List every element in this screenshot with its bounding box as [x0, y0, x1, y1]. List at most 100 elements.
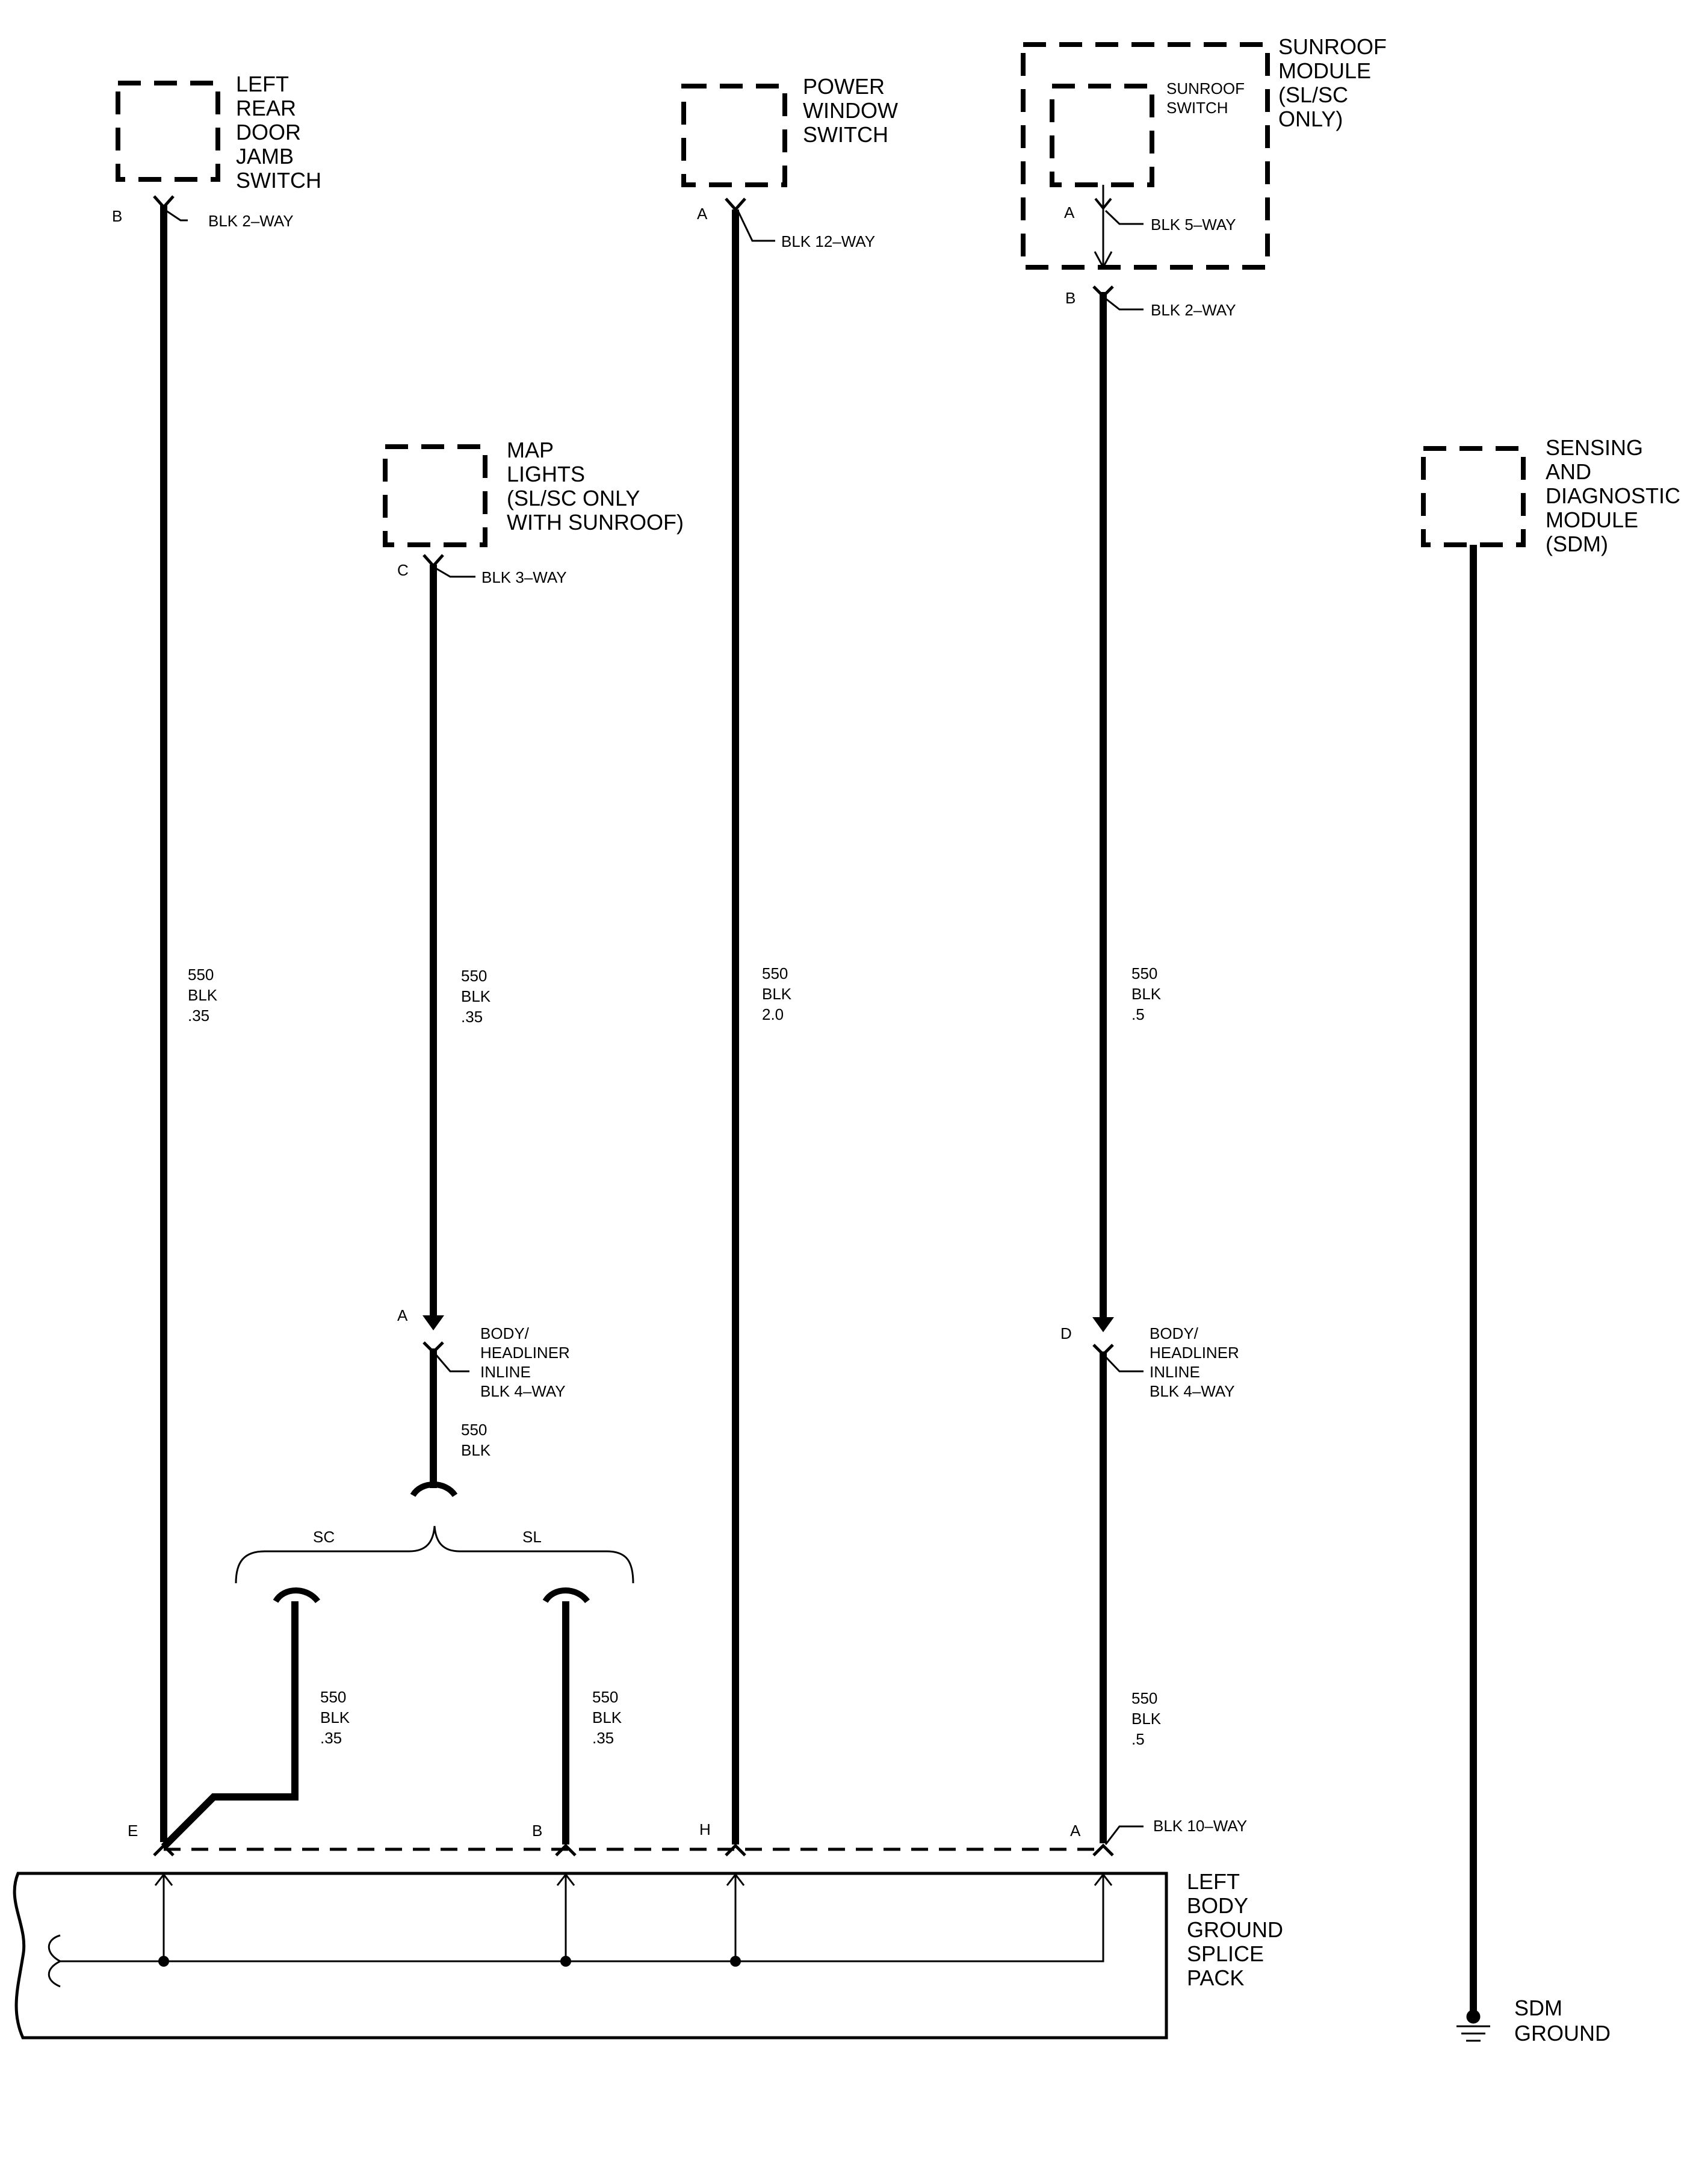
svg-text:DIAGNOSTIC: DIAGNOSTIC [1546, 483, 1680, 508]
svg-text:550: 550 [320, 1688, 346, 1706]
wire-sc-branch [161, 1601, 299, 1850]
svg-text:BLK: BLK [1131, 1710, 1162, 1728]
splice-pack [13, 1872, 1168, 2040]
svg-text:(SL/SC ONLY: (SL/SC ONLY [507, 486, 640, 510]
svg-text:550: 550 [1131, 1689, 1157, 1707]
svg-text:.35: .35 [592, 1729, 614, 1747]
svg-text:REAR: REAR [236, 96, 296, 120]
svg-text:BLK 2–WAY: BLK 2–WAY [208, 212, 294, 230]
connector-labels: B BLK 2–WAY A BLK 12–WAY A BLK 5–WAY B B… [112, 203, 1247, 1840]
hook-sl [542, 1587, 590, 1604]
svg-text:.35: .35 [188, 1007, 209, 1025]
svg-text:SUNROOF: SUNROOF [1166, 79, 1245, 98]
svg-text:SUNROOF: SUNROOF [1278, 34, 1387, 59]
leader-lines [166, 209, 1144, 1845]
svg-text:A: A [1070, 1822, 1081, 1840]
label-sdm: SENSING AND DIAGNOSTIC MODULE (SDM) [1546, 435, 1680, 556]
power-window-switch-box [681, 84, 787, 187]
svg-text:550: 550 [188, 966, 214, 984]
svg-text:BLK: BLK [461, 1441, 491, 1459]
svg-text:LIGHTS: LIGHTS [507, 462, 585, 486]
svg-text:BLK 4–WAY: BLK 4–WAY [480, 1382, 566, 1400]
svg-text:D: D [1060, 1324, 1072, 1342]
svg-text:BLK 5–WAY: BLK 5–WAY [1151, 216, 1236, 234]
svg-text:550: 550 [461, 967, 487, 985]
connector-marks [153, 195, 1114, 1857]
terminal-power-window [725, 197, 746, 212]
svg-text:SENSING: SENSING [1546, 435, 1643, 460]
label-sdm-ground: SDM GROUND [1514, 1996, 1611, 2046]
svg-text:A: A [697, 205, 708, 223]
svg-text:H: H [699, 1820, 711, 1838]
hook-inline-out [410, 1481, 458, 1498]
sunroof-switch-box [1050, 84, 1154, 187]
svg-text:B: B [112, 207, 122, 225]
inline-arrowheads [422, 1315, 1114, 1332]
svg-text:AND: AND [1546, 459, 1591, 484]
svg-text:(SL/SC: (SL/SC [1278, 82, 1348, 107]
svg-text:.35: .35 [461, 1008, 483, 1026]
svg-text:SPLICE: SPLICE [1187, 1941, 1264, 1966]
svg-text:SC: SC [313, 1528, 335, 1546]
terminal-sunroof-module [1092, 285, 1114, 299]
svg-text:MODULE: MODULE [1278, 58, 1371, 83]
svg-text:HEADLINER: HEADLINER [1150, 1344, 1239, 1362]
svg-text:MODULE: MODULE [1546, 507, 1638, 532]
svg-text:INLINE: INLINE [1150, 1363, 1200, 1381]
svg-text:LEFT: LEFT [236, 72, 289, 96]
svg-text:MAP: MAP [507, 438, 554, 462]
svg-text:550: 550 [1131, 964, 1157, 982]
terminal-splice-e [153, 1843, 175, 1857]
label-power-window-switch: POWER WINDOW SWITCH [803, 74, 898, 147]
option-hooks [273, 1481, 590, 1604]
svg-text:POWER: POWER [803, 74, 885, 99]
terminal-inline-right [1092, 1344, 1114, 1357]
terminal-door-jamb [153, 195, 175, 209]
svg-text:(SDM): (SDM) [1546, 532, 1608, 556]
svg-text:GROUND: GROUND [1187, 1917, 1283, 1942]
svg-text:2.0: 2.0 [762, 1005, 784, 1023]
option-brace [235, 1525, 634, 1584]
svg-text:INLINE: INLINE [480, 1363, 531, 1381]
label-sunroof-module: SUNROOF MODULE (SL/SC ONLY) [1278, 34, 1387, 131]
svg-text:HEADLINER: HEADLINER [480, 1344, 570, 1362]
option-labels: SC SL [313, 1528, 542, 1546]
map-lights-box [383, 444, 488, 547]
splice-dots [158, 1956, 741, 1967]
svg-text:GROUND: GROUND [1514, 2021, 1611, 2046]
arrowhead-inline-left [422, 1315, 444, 1330]
terminal-splice-h [725, 1843, 746, 1857]
svg-text:550: 550 [762, 964, 788, 982]
svg-text:JAMB: JAMB [236, 144, 294, 169]
terminal-splice-a [1092, 1843, 1114, 1857]
svg-text:BLK: BLK [762, 985, 792, 1003]
svg-text:SWITCH: SWITCH [803, 122, 888, 147]
svg-text:WITH SUNROOF): WITH SUNROOF) [507, 510, 684, 535]
svg-text:E: E [128, 1822, 138, 1840]
hook-sc [273, 1587, 320, 1604]
label-door-jamb-switch: LEFT REAR DOOR JAMB SWITCH [236, 72, 321, 193]
svg-text:.35: .35 [320, 1729, 342, 1747]
label-map-lights: MAP LIGHTS (SL/SC ONLY WITH SUNROOF) [507, 438, 684, 535]
label-sunroof-switch: SUNROOF SWITCH [1166, 79, 1245, 117]
svg-text:BLK 2–WAY: BLK 2–WAY [1151, 301, 1236, 319]
svg-text:DOOR: DOOR [236, 120, 301, 144]
terminal-splice-b [555, 1843, 577, 1857]
ground-icon [1456, 2009, 1490, 2042]
svg-text:SL: SL [522, 1528, 542, 1546]
svg-text:A: A [397, 1306, 408, 1324]
svg-text:SDM: SDM [1514, 1996, 1562, 2020]
door-jamb-switch-box [116, 81, 220, 182]
svg-text:BLK 3–WAY: BLK 3–WAY [481, 568, 567, 586]
svg-text:SWITCH: SWITCH [236, 168, 321, 193]
sunroof-module-box [1021, 42, 1270, 270]
svg-text:BODY/: BODY/ [1150, 1324, 1199, 1342]
svg-text:A: A [1064, 203, 1075, 222]
terminal-map-lights [422, 554, 444, 568]
svg-text:BODY/: BODY/ [480, 1324, 530, 1342]
svg-text:B: B [1065, 289, 1076, 307]
svg-text:LEFT: LEFT [1187, 1869, 1240, 1894]
label-splice-pack: LEFT BODY GROUND SPLICE PACK [1187, 1869, 1283, 1990]
sunroof-internal-wire [1094, 185, 1113, 270]
